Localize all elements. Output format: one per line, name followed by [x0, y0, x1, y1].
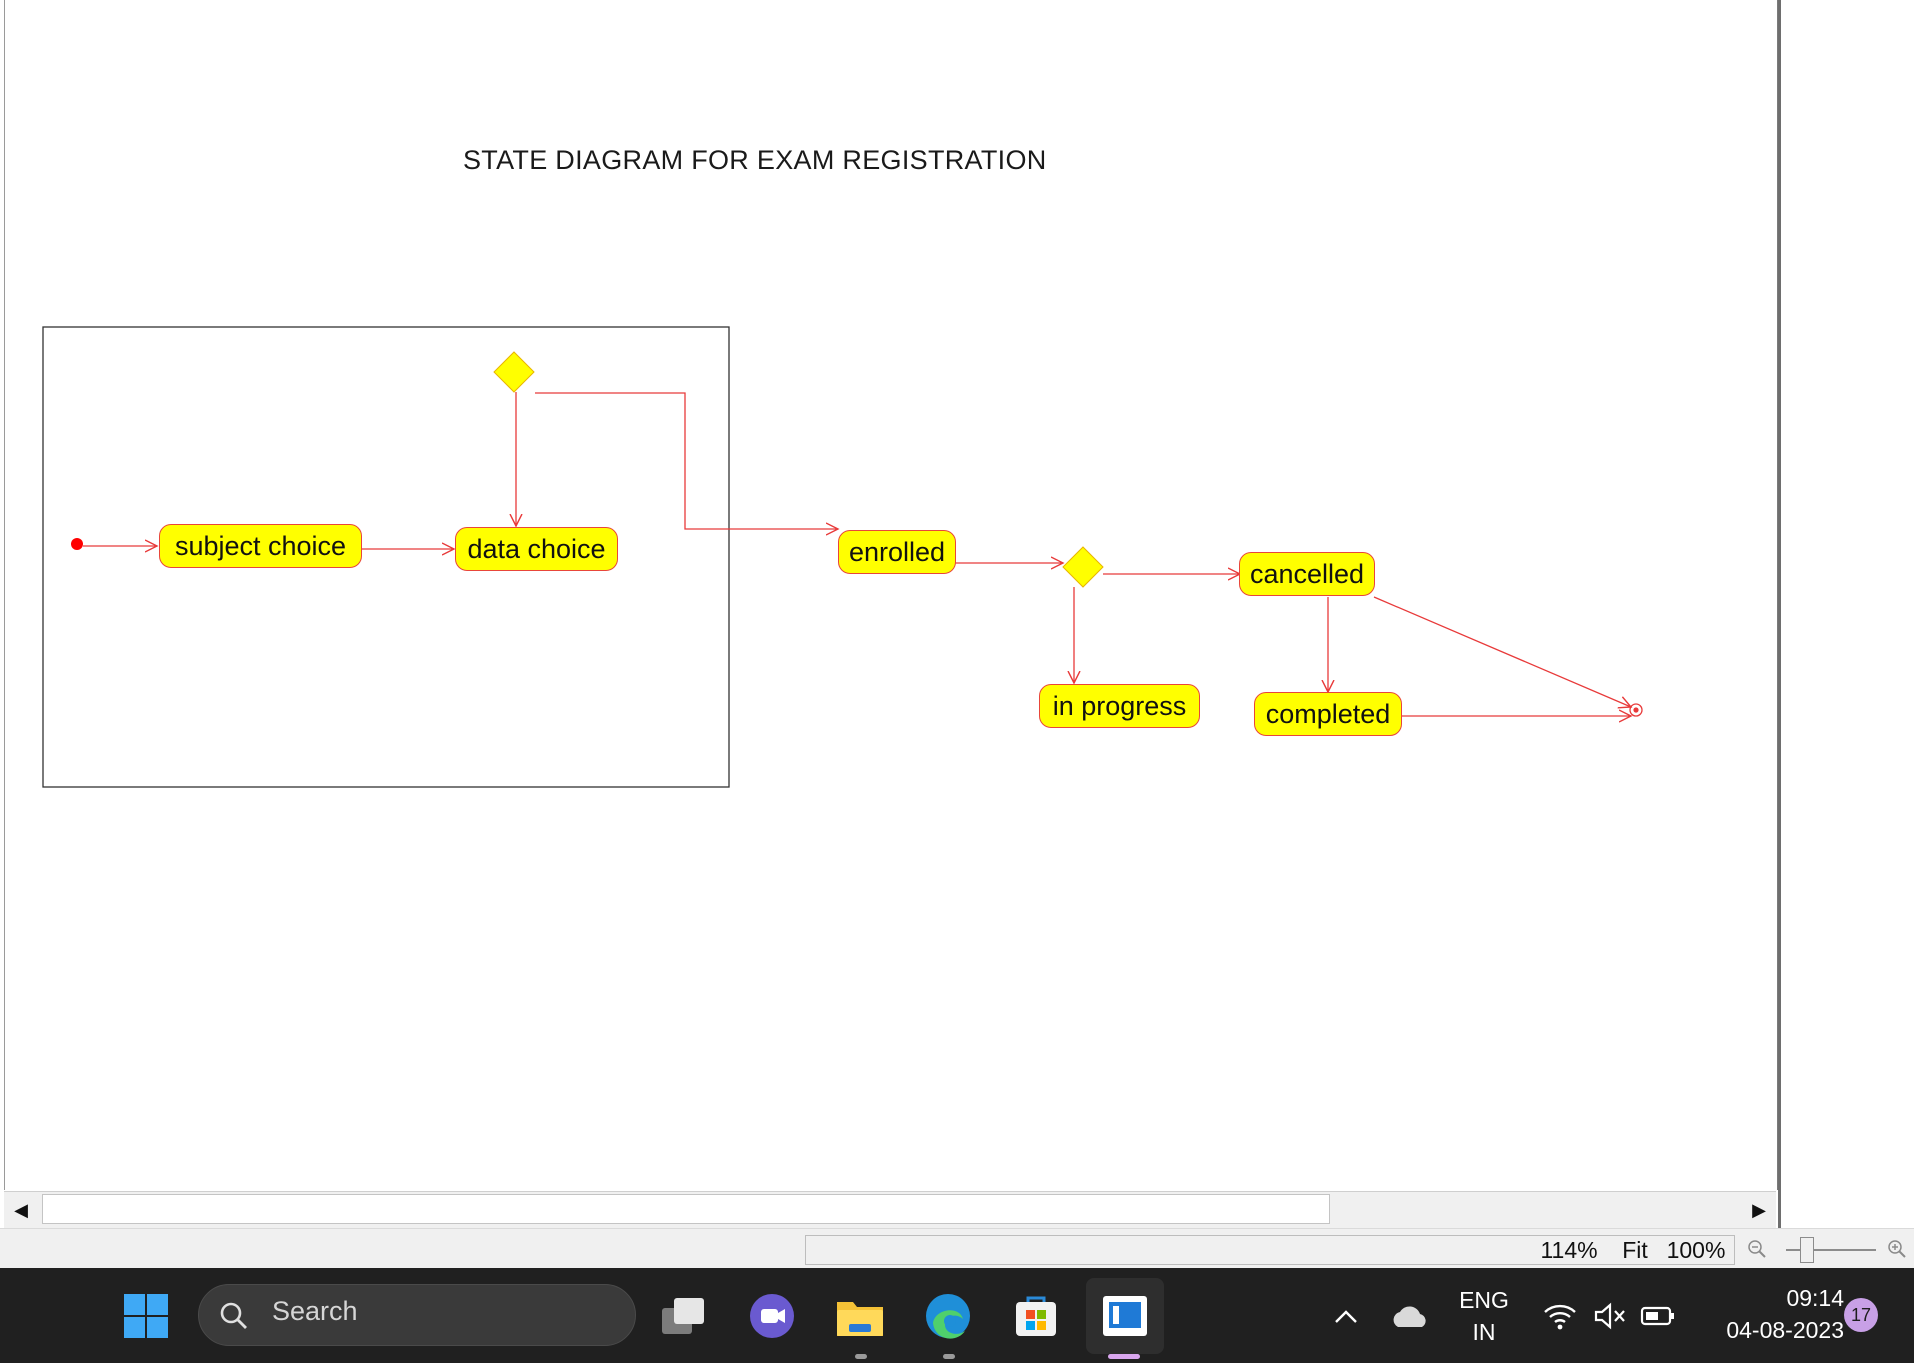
state-in-progress[interactable]: in progress	[1039, 684, 1200, 728]
edge-browser-icon[interactable]	[922, 1290, 974, 1342]
file-explorer-icon[interactable]	[834, 1290, 886, 1342]
file-explorer-running-indicator	[855, 1354, 867, 1359]
diagram-canvas[interactable]	[4, 0, 1778, 1190]
zoom-fit-button[interactable]: Fit	[1622, 1236, 1648, 1263]
search-icon	[218, 1300, 250, 1332]
zoom-slider-track[interactable]	[1786, 1249, 1876, 1251]
edge-decision-to-enrolled	[535, 392, 838, 529]
show-hidden-icons-chevron-up-icon[interactable]	[1330, 1296, 1362, 1336]
final-node	[1629, 703, 1643, 717]
zoom-out-icon[interactable]	[1742, 1233, 1772, 1265]
state-subject-choice[interactable]: subject choice	[159, 524, 362, 568]
teams-chat-icon[interactable]	[746, 1290, 798, 1342]
state-completed[interactable]: completed	[1254, 692, 1402, 736]
state-enrolled[interactable]: enrolled	[838, 530, 956, 574]
microsoft-store-icon[interactable]	[1010, 1290, 1062, 1342]
horizontal-scrollbar[interactable]: ◀ ▶	[4, 1191, 1776, 1228]
language-code: ENG	[1459, 1287, 1509, 1313]
keyboard-region: IN	[1472, 1319, 1496, 1345]
clock-time: 09:14	[1786, 1285, 1844, 1311]
volume-muted-icon[interactable]	[1590, 1296, 1630, 1336]
edge-running-indicator	[943, 1354, 955, 1359]
wifi-icon[interactable]	[1540, 1296, 1580, 1336]
initial-node	[71, 538, 83, 550]
notification-count-badge[interactable]: 17	[1844, 1298, 1878, 1332]
search-placeholder: Search	[272, 1296, 358, 1326]
scroll-right-icon[interactable]: ▶	[1752, 1199, 1766, 1220]
taskbar: Search ENG IN 09:14 04-08-2023 17	[0, 1268, 1914, 1363]
zoom-100-button[interactable]: 100%	[1666, 1236, 1726, 1263]
decision-node-2	[1062, 546, 1104, 588]
edge-cancelled-to-final	[1373, 596, 1631, 707]
decision-node-1	[493, 351, 535, 393]
scroll-thumb[interactable]	[42, 1194, 1330, 1224]
diagram-edges	[42, 326, 1643, 788]
input-language-indicator[interactable]: ENG IN	[1452, 1284, 1516, 1348]
diagram-title: STATE DIAGRAM FOR EXAM REGISTRATION	[463, 145, 1047, 175]
clock[interactable]: 09:14 04-08-2023	[1692, 1282, 1844, 1346]
taskbar-search-box[interactable]	[198, 1284, 636, 1346]
state-cancelled[interactable]: cancelled	[1239, 552, 1375, 596]
zoom-slider-handle[interactable]	[1800, 1237, 1814, 1263]
onedrive-cloud-icon[interactable]	[1388, 1298, 1432, 1334]
state-data-choice[interactable]: data choice	[455, 527, 618, 571]
task-view-icon[interactable]	[658, 1290, 710, 1342]
zoom-in-icon[interactable]	[1882, 1233, 1912, 1265]
active-app-indicator	[1108, 1354, 1140, 1359]
active-app-icon[interactable]	[1086, 1278, 1164, 1354]
scroll-left-icon[interactable]: ◀	[14, 1199, 28, 1220]
battery-icon[interactable]	[1638, 1296, 1678, 1336]
clock-date: 04-08-2023	[1726, 1317, 1844, 1343]
status-message-area	[805, 1235, 1735, 1265]
side-panel	[1778, 0, 1914, 1228]
composite-state-boundary	[42, 326, 730, 788]
zoom-level: 114%	[1540, 1236, 1598, 1263]
status-bar: 114% Fit 100%	[0, 1228, 1914, 1269]
start-button-icon[interactable]	[120, 1290, 172, 1342]
